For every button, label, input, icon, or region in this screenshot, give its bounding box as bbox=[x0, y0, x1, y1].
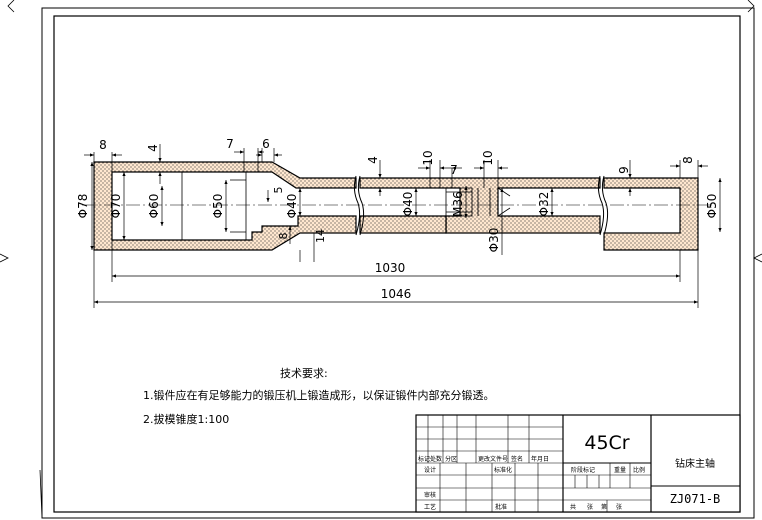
dim-d32: Φ32 bbox=[537, 192, 551, 217]
shaft-middle-wall-lower bbox=[359, 215, 447, 234]
dim-t10-right: 10 bbox=[481, 150, 495, 165]
dim-t6-top: 6 bbox=[262, 137, 270, 151]
tb-label-standardize: 标准化 bbox=[494, 466, 512, 474]
dim-t9-right: 9 bbox=[617, 166, 631, 174]
break-line-left bbox=[353, 175, 361, 236]
tb-label-design: 设计 bbox=[424, 466, 436, 474]
shaft-section bbox=[82, 161, 712, 251]
tb-label-sheet: 张 bbox=[616, 503, 622, 511]
dim-t8-step: 8 bbox=[277, 233, 290, 240]
shaft-right-wall bbox=[603, 177, 699, 251]
tb-material: 45Cr bbox=[584, 432, 629, 454]
tb-label-check: 审核 bbox=[424, 491, 436, 499]
tb-label-zone: 分区 bbox=[445, 455, 457, 463]
tb-label-approve: 批准 bbox=[495, 503, 507, 511]
dim-d40-left: Φ40 bbox=[285, 194, 299, 219]
dim-d60: Φ60 bbox=[147, 194, 161, 219]
notes-item-2: 2.拔模锥度1:100 bbox=[143, 412, 229, 426]
dim-t14-step: 14 bbox=[314, 229, 327, 243]
dim-t7-top: 7 bbox=[226, 137, 234, 151]
dim-d70: Φ70 bbox=[109, 194, 123, 219]
tb-label-scale: 比例 bbox=[633, 466, 645, 474]
tb-label-change-doc: 更改文件号 bbox=[478, 455, 508, 463]
tb-label-mark: 标记 bbox=[418, 455, 430, 463]
tb-label-count: 处数 bbox=[430, 455, 442, 463]
dim-t10-mid: 10 bbox=[421, 150, 435, 165]
dim-d40-mid: Φ40 bbox=[401, 192, 415, 217]
tb-label-date: 年月日 bbox=[531, 455, 549, 463]
dim-t8-right: 8 bbox=[681, 156, 695, 164]
dim-d78: Φ78 bbox=[76, 194, 90, 219]
tb-label-page: 第 bbox=[601, 503, 607, 511]
tb-label-stage-mark: 阶段标记 bbox=[571, 466, 595, 474]
notes-item-1: 1.锻件应在有足够能力的锻压机上锻造成形，以保证锻件内部充分锻透。 bbox=[143, 388, 495, 402]
tb-part-name: 钻床主轴 bbox=[675, 457, 715, 470]
notes-heading: 技术要求: bbox=[280, 367, 328, 380]
drawing-frame bbox=[53, 15, 741, 513]
tb-label-sign: 签名 bbox=[511, 455, 523, 463]
dim-d30: Φ30 bbox=[487, 228, 501, 253]
dimension-lines bbox=[84, 144, 722, 308]
dim-d50-left: Φ50 bbox=[211, 194, 225, 219]
tb-label-process: 工艺 bbox=[424, 503, 436, 511]
technical-notes: 技术要求: 1.锻件应在有足够能力的锻压机上锻造成形，以保证锻件内部充分锻透。 … bbox=[143, 367, 495, 426]
dim-t7-mid: 7 bbox=[450, 163, 458, 177]
dim-d50-right: Φ50 bbox=[705, 194, 719, 219]
dim-m36: M36 bbox=[451, 191, 465, 217]
shaft-head-inner-steps bbox=[181, 172, 247, 240]
break-line-right bbox=[597, 175, 605, 236]
dimension-texts: Φ78 Φ70 Φ60 Φ50 Φ40 Φ40 M36 Φ32 Φ30 Φ50 … bbox=[76, 137, 719, 301]
tb-drawing-no: ZJ071-B bbox=[670, 492, 721, 506]
dim-t4-top: 4 bbox=[146, 144, 160, 152]
tb-label-weight: 重量 bbox=[614, 466, 626, 474]
tb-label-total: 共 bbox=[570, 503, 576, 511]
dim-t8-left: 8 bbox=[99, 138, 107, 152]
dim-len-1046: 1046 bbox=[381, 287, 412, 301]
dim-t4-mid: 4 bbox=[366, 156, 380, 164]
title-block: 标记 处数 分区 更改文件号 签名 年月日 设计 标准化 审核 工艺 批准 阶段… bbox=[415, 414, 741, 513]
dim-len-1030: 1030 bbox=[375, 261, 406, 275]
dim-t5-step: 5 bbox=[272, 187, 285, 194]
tb-label-sheets: 张 bbox=[587, 503, 593, 511]
